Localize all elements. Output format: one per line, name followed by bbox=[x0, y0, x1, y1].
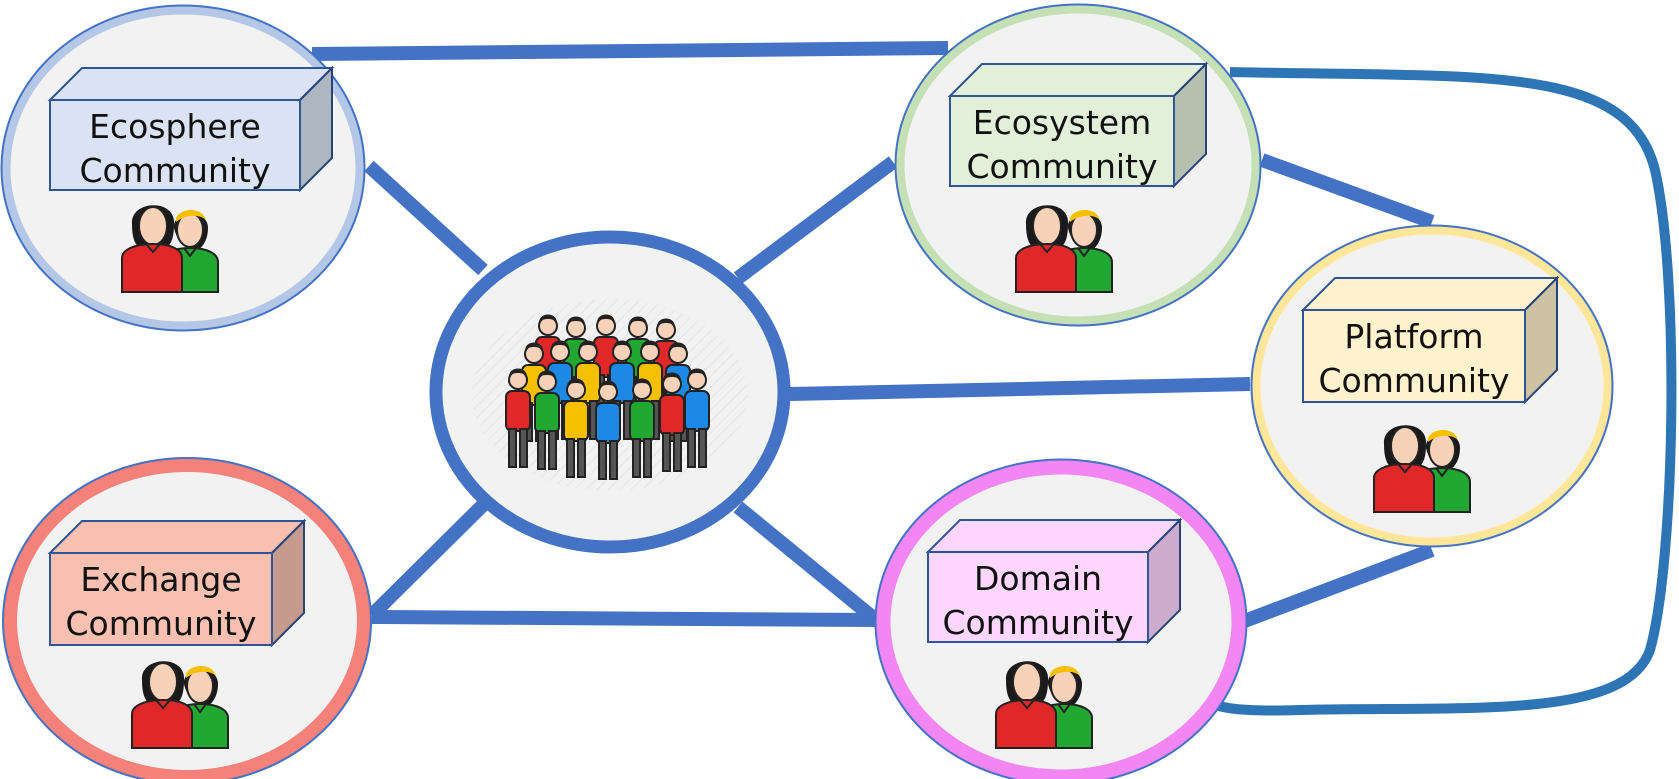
ecosystem-box bbox=[947, 61, 1209, 189]
connectors bbox=[311, 41, 1677, 716]
ecosphere-label-line2: Community bbox=[80, 151, 271, 190]
people-pair-icon bbox=[995, 660, 1093, 749]
connector-ecosystem-platform bbox=[1259, 153, 1435, 229]
connector-center-domain bbox=[733, 501, 881, 626]
ecosphere-label-line1: Ecosphere bbox=[89, 107, 261, 146]
platform-box bbox=[1300, 275, 1560, 405]
domain-label-line1: Domain bbox=[974, 559, 1102, 598]
exchange-label-line1: Exchange bbox=[80, 560, 241, 599]
connector-ecosystem-domain-loop bbox=[1205, 67, 1677, 716]
platform-label-line1: Platform bbox=[1344, 317, 1483, 356]
domain-label-line2: Community bbox=[943, 603, 1134, 642]
connector-domain-platform bbox=[1239, 543, 1435, 629]
platform-label-line2: Community bbox=[1319, 361, 1510, 400]
exchange-box bbox=[47, 518, 307, 648]
connector-ecosphere-ecosystem bbox=[311, 41, 949, 61]
domain-box bbox=[925, 517, 1183, 645]
people-pair-icon bbox=[131, 660, 229, 749]
people-pair-icon bbox=[1015, 204, 1113, 293]
people-pair-icon bbox=[1373, 424, 1471, 513]
people-pair-icon bbox=[121, 204, 219, 293]
center-node bbox=[429, 230, 791, 554]
connector-exchange-domain bbox=[371, 610, 877, 627]
connector-center-platform bbox=[789, 377, 1251, 401]
ecosystem-label-line2: Community bbox=[967, 147, 1158, 186]
community-nodes: EcosphereCommunityEcosystemCommunityPlat… bbox=[0, 3, 1614, 779]
ecosystem-label-line1: Ecosystem bbox=[973, 103, 1152, 142]
connector-center-ecosystem bbox=[733, 156, 898, 284]
connector-center-ecosphere bbox=[364, 160, 488, 276]
ecosphere-box bbox=[47, 65, 335, 193]
connector-center-exchange bbox=[367, 500, 488, 620]
exchange-label-line2: Community bbox=[66, 604, 257, 643]
